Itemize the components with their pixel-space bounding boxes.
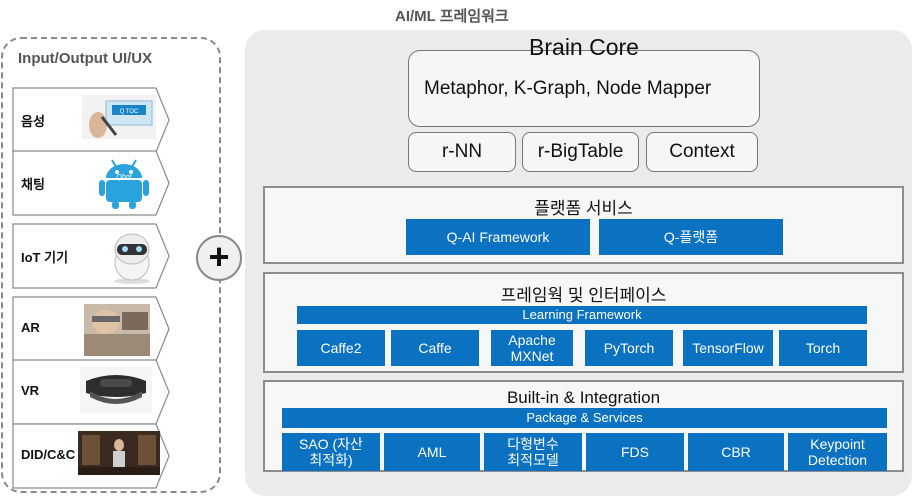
builtin-item: CBR: [688, 433, 784, 471]
plus-icon: +: [196, 235, 242, 281]
section-title: Built-in & Integration: [506, 388, 661, 407]
builtin-item: FDS: [586, 433, 684, 471]
module-context: Context: [646, 132, 758, 172]
voice-device-image: Q TOC: [82, 95, 156, 139]
frameworks-section: 프레임웍 및 인터페이스 Learning Framework Caffe2 C…: [263, 272, 904, 373]
framework-item: PyTorch: [585, 330, 673, 366]
io-item-ar: AR: [12, 296, 170, 362]
builtin-item: 다형변수 최적모델: [484, 433, 582, 471]
framework-item: Torch: [779, 330, 867, 366]
builtin-item: Keypoint Detection: [788, 433, 887, 471]
platform-services-section: 플랫폼 서비스 Q-AI Framework Q-플랫폼: [263, 186, 904, 264]
io-item-label: 채팅: [21, 177, 45, 192]
io-item-voice: 음성 Q TOC: [12, 87, 170, 153]
io-item-did: DID/C&C: [12, 423, 170, 489]
brain-core-title: Brain Core: [529, 34, 639, 60]
io-item-label: DID/C&C: [21, 447, 76, 462]
vr-headset-image: [80, 367, 152, 413]
ar-glasses-image: [84, 304, 150, 356]
module-rbigtable: r-BigTable: [522, 132, 639, 172]
framework-title: AI/ML 프레임워크: [395, 8, 509, 25]
section-title: 플랫폼 서비스: [534, 199, 633, 218]
learning-framework-bar: Learning Framework: [297, 306, 867, 324]
io-item-vr: VR: [12, 359, 170, 425]
io-item-label: IoT 기기: [21, 250, 69, 265]
io-item-iot: IoT 기기: [12, 223, 170, 289]
chat-image-text: Qbot: [116, 174, 132, 181]
module-rnn: r-NN: [408, 132, 516, 172]
framework-item: Apache MXNet: [491, 330, 573, 366]
section-title: 프레임웍 및 인터페이스: [500, 286, 667, 305]
platform-item: Q-AI Framework: [406, 219, 590, 255]
package-services-bar: Package & Services: [282, 408, 887, 428]
io-item-label: 음성: [21, 114, 45, 129]
voice-image-text: Q TOC: [120, 109, 139, 115]
robot-device-image: [108, 229, 156, 285]
io-item-label: VR: [21, 383, 40, 398]
io-item-label: AR: [21, 320, 40, 335]
platform-item: Q-플랫폼: [599, 219, 783, 255]
framework-item: Caffe2: [297, 330, 385, 366]
brain-core-subtitle: Metaphor, K-Graph, Node Mapper: [424, 78, 712, 99]
framework-item: TensorFlow: [683, 330, 773, 366]
brain-core-box: [408, 50, 760, 127]
display-kiosk-image: [78, 431, 160, 475]
qbot-android-icon: Qbot: [98, 158, 150, 210]
io-item-chat: 채팅 Qbot: [12, 150, 170, 216]
builtin-section: Built-in & Integration Package & Service…: [263, 380, 904, 472]
builtin-item: AML: [384, 433, 480, 471]
io-panel-title: Input/Output UI/UX: [18, 50, 153, 67]
framework-item: Caffe: [391, 330, 479, 366]
builtin-item: SAO (자산최적화): [282, 433, 380, 471]
